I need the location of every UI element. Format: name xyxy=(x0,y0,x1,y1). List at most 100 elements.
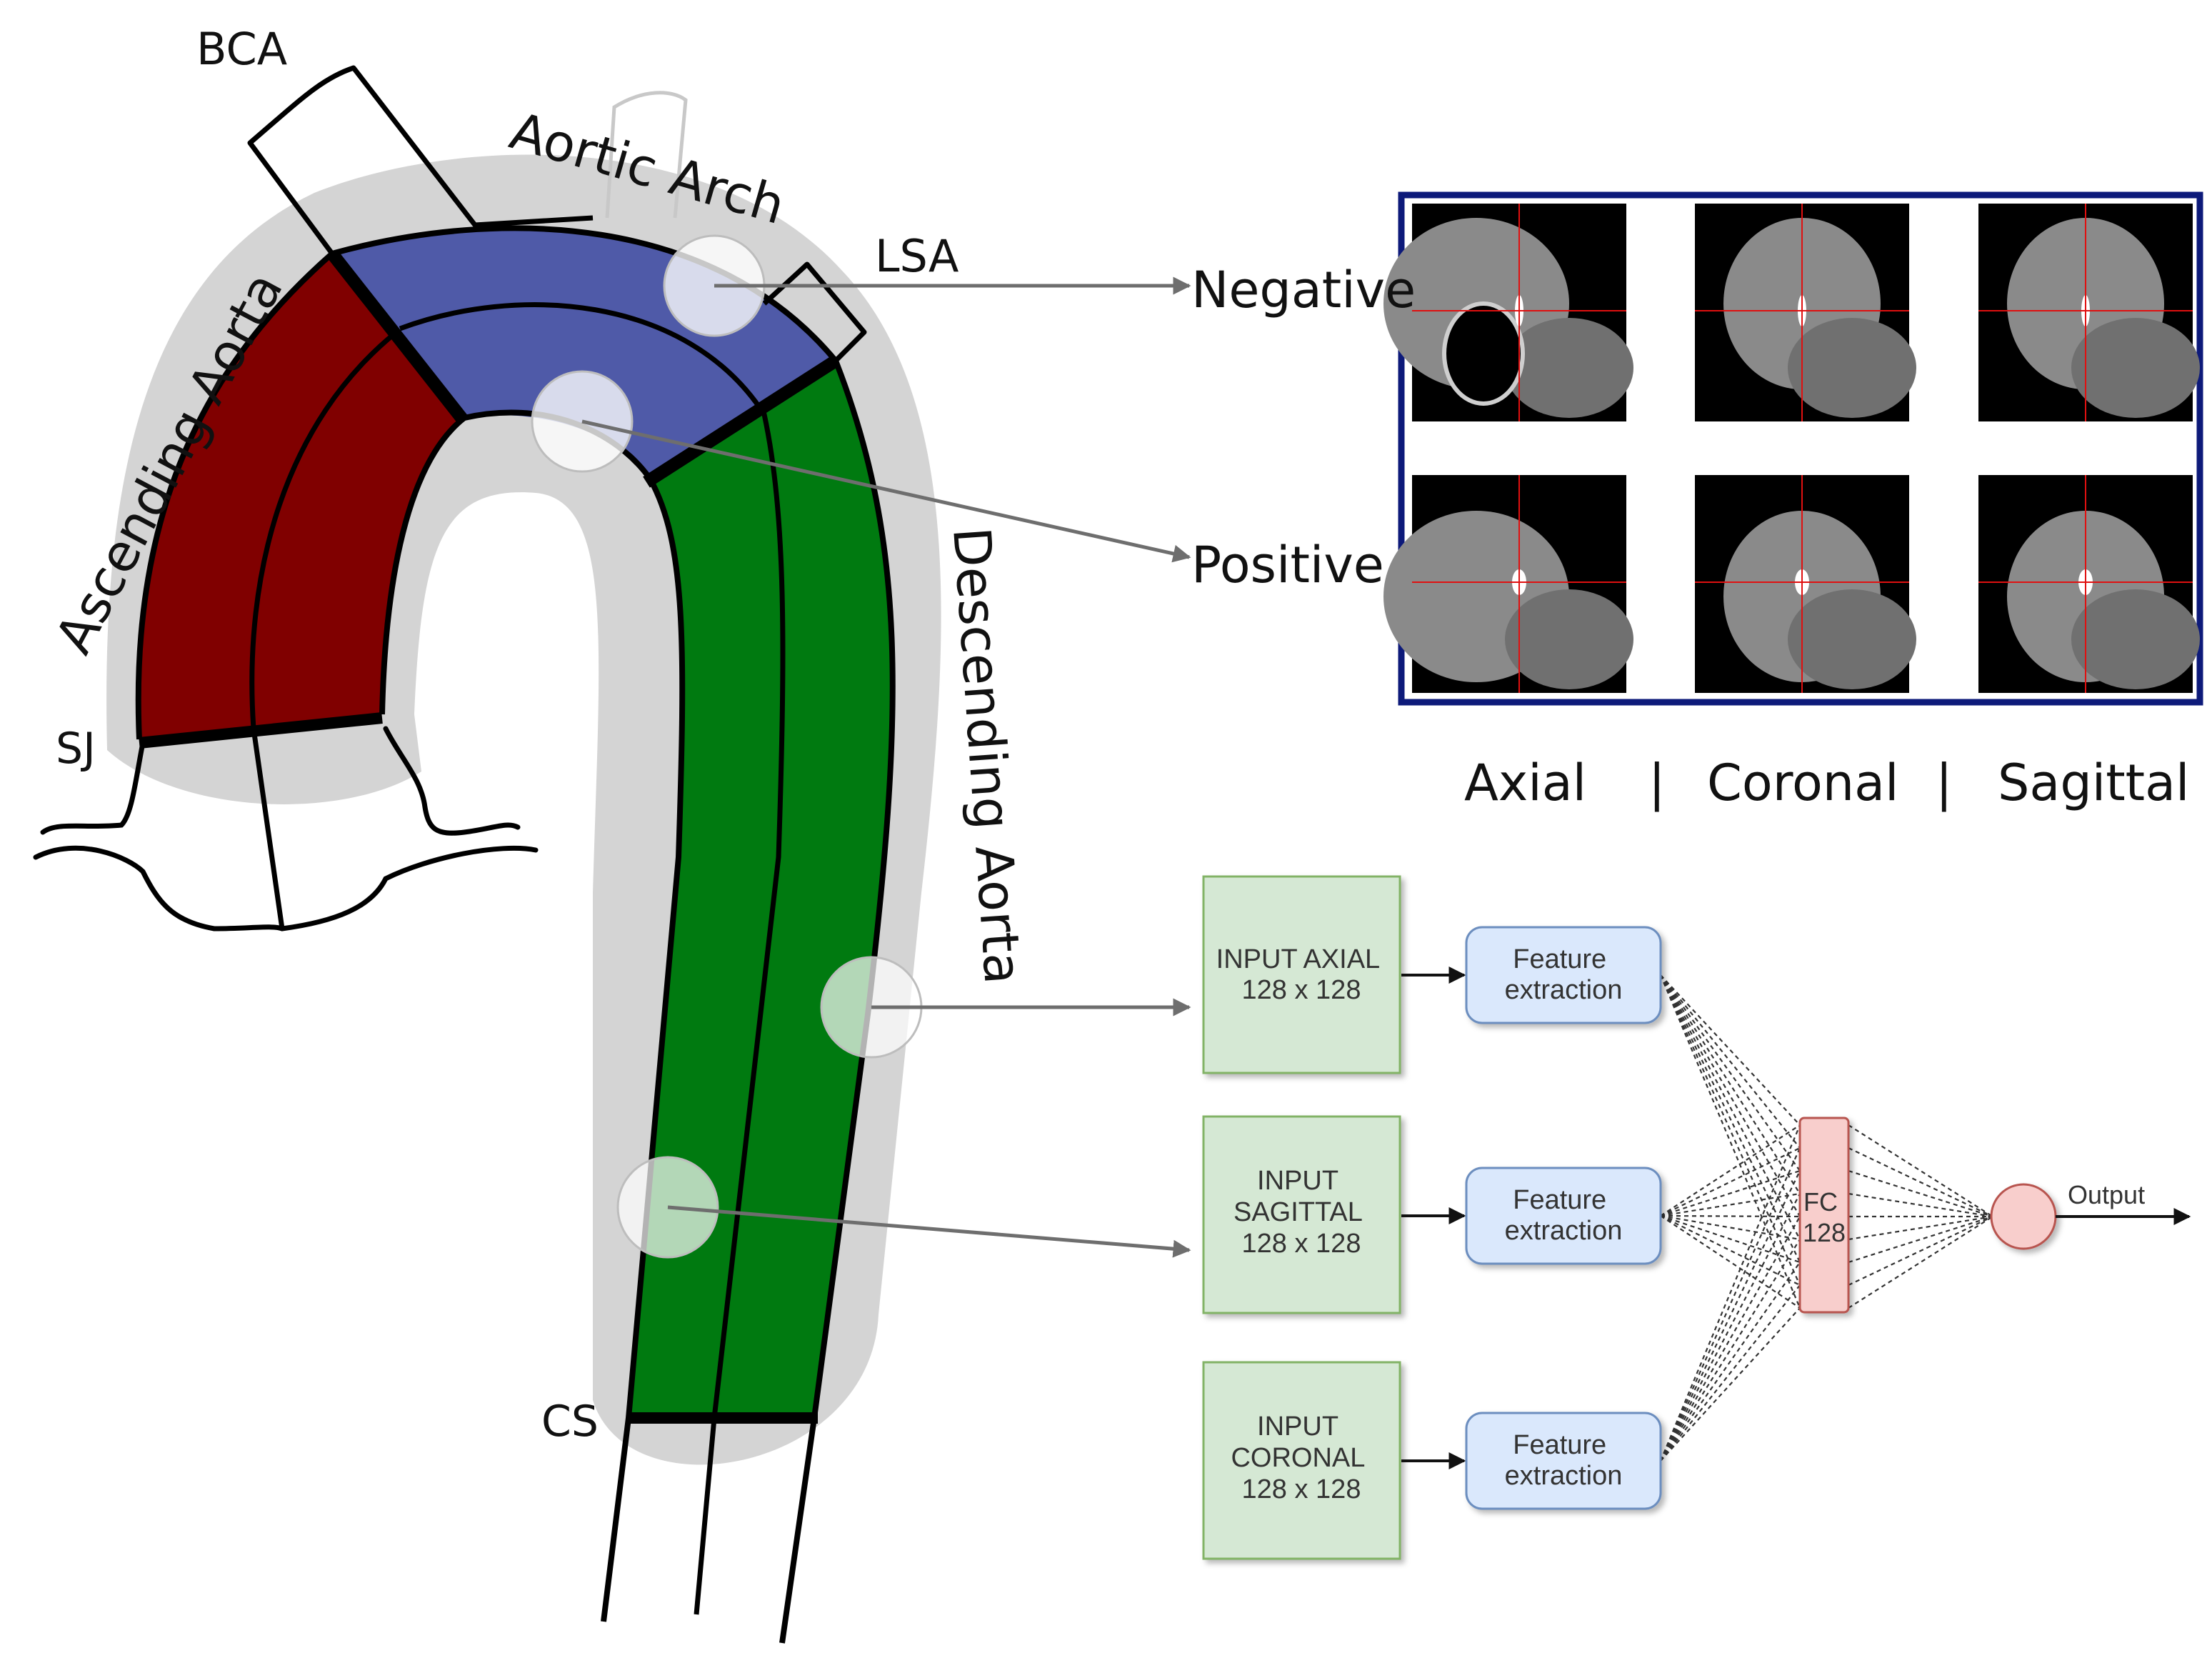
fc-output-connection xyxy=(1848,1169,1993,1218)
input-axial-line-1: INPUT AXIAL xyxy=(1216,944,1379,974)
feature-2-line-1: Feature xyxy=(1513,1185,1606,1215)
ascending-inner-line xyxy=(249,330,399,929)
fc-output-connection xyxy=(1848,1124,1993,1217)
axial-view-label: Axial xyxy=(1464,754,1586,812)
ct-panel-2 xyxy=(1695,204,1916,421)
fc-output-connection xyxy=(1848,1147,1993,1217)
input-axial-box: INPUT AXIAL 128 x 128 xyxy=(1202,875,1401,1074)
bca-label: BCA xyxy=(196,23,287,75)
ct-view-grid xyxy=(1383,191,2203,706)
aortic-root-outline xyxy=(33,726,539,932)
ascending-aorta-section xyxy=(138,254,464,739)
feature-fc-connection xyxy=(1660,1193,1801,1462)
feature-3-line-2: extraction xyxy=(1505,1461,1623,1491)
arch-descending-boundary xyxy=(643,355,839,488)
feature-fc-connection xyxy=(1660,1170,1801,1462)
feature-fc-connection xyxy=(1659,974,1801,1286)
output-neuron xyxy=(1990,1183,2057,1250)
input-sagittal-line-1: INPUT xyxy=(1257,1166,1338,1196)
input-coronal-line-3: 128 x 128 xyxy=(1242,1474,1361,1504)
input-coronal-line-2: CORONAL xyxy=(1231,1443,1364,1473)
sj-boundary xyxy=(139,712,383,749)
feature-fc-connection xyxy=(1660,1214,1801,1218)
feature-fc-connection xyxy=(1660,1239,1801,1462)
fc-output-connection xyxy=(1848,1192,1993,1218)
svg-text:INPUT SAGITTAL: INPUT SAGITTAL 128 x 128 xyxy=(1233,1166,1369,1259)
outer-curve-line xyxy=(135,225,896,1644)
feature-extraction-box-2: Feature extraction xyxy=(1465,1167,1662,1265)
fc-layer-box: FC 128 xyxy=(1798,1117,1850,1314)
view-separator-1: | xyxy=(1648,754,1666,812)
fc-output-connection xyxy=(1848,1215,1993,1264)
input-sagittal-box: INPUT SAGITTAL 128 x 128 xyxy=(1202,1115,1401,1314)
fc-output-connection xyxy=(1848,1216,1993,1286)
feature-fc-connection xyxy=(1660,1215,1801,1309)
feature-fc-connection xyxy=(1659,1147,1801,1462)
svg-text:Feature extraction: Feature extraction xyxy=(1505,944,1623,1005)
feature-fc-connection xyxy=(1660,974,1801,1263)
view-labels: Axial | Coronal | Sagittal xyxy=(1464,754,2189,812)
cs-label: CS xyxy=(541,1397,599,1447)
sagittal-view-label: Sagittal xyxy=(1998,754,2189,812)
lcca-branch xyxy=(605,91,688,219)
feature-fc-connection xyxy=(1660,974,1801,1149)
feature-fc-connection xyxy=(1660,1124,1801,1217)
network-diagram: INPUT AXIAL 128 x 128 INPUT SAGITTAL 128… xyxy=(1202,875,2191,1560)
fc-output-connection xyxy=(1848,1216,1993,1309)
bca-branch xyxy=(247,65,594,256)
negative-label: Negative xyxy=(1191,261,1416,319)
descending-aorta-label: Descending Aorta xyxy=(941,525,1033,986)
feature-fc-connection xyxy=(1660,1214,1801,1241)
feature-fc-connection xyxy=(1660,1192,1801,1217)
input-sagittal-line-3: 128 x 128 xyxy=(1242,1229,1361,1259)
svg-text:FC 128: FC 128 xyxy=(1803,1187,1846,1247)
view-separator-2: | xyxy=(1936,754,1953,812)
fc-output-connection xyxy=(1848,1215,1993,1241)
feature-fc-connection xyxy=(1660,1147,1801,1217)
coronal-view-label: Coronal xyxy=(1707,754,1898,812)
ct-panel-4 xyxy=(1383,475,1633,693)
svg-text:INPUT CORONAL: INPUT CORONAL 128 x 128 xyxy=(1231,1412,1371,1504)
arch-inner-line xyxy=(399,302,786,1615)
feature-fc-connection xyxy=(1660,974,1801,1194)
output-label: Output xyxy=(2068,1180,2145,1209)
ct-panel-3 xyxy=(1978,204,2200,421)
aorta-diagram: BCA Aortic Arch LSA Ascending Aorta Desc… xyxy=(33,23,1191,1644)
feature-1-line-1: Feature xyxy=(1513,944,1606,974)
ct-panel-5 xyxy=(1695,475,1916,693)
feature-fc-connection xyxy=(1659,1124,1801,1462)
dense-connections xyxy=(1659,974,1993,1462)
svg-text:INPUT AXIAL 128 x 128: INPUT AXIAL 128 x 128 xyxy=(1216,944,1387,1005)
positive-arrow xyxy=(581,419,1191,563)
input-coronal-box: INPUT CORONAL 128 x 128 xyxy=(1202,1361,1401,1560)
sagittal-input-arrow xyxy=(667,1205,1191,1258)
feature-3-line-1: Feature xyxy=(1513,1430,1606,1460)
feature-fc-connection xyxy=(1660,974,1801,1172)
feature-fc-connection xyxy=(1660,1169,1801,1217)
positive-label: Positive xyxy=(1191,536,1384,594)
fc-line-1: FC xyxy=(1803,1187,1838,1217)
feature-fc-connection xyxy=(1660,974,1801,1126)
input-sagittal-line-2: SAGITTAL xyxy=(1233,1197,1362,1227)
feature-fc-connection xyxy=(1660,1284,1801,1462)
input-axial-line-2: 128 x 128 xyxy=(1242,975,1361,1005)
feature-fc-connection xyxy=(1660,1215,1801,1286)
feature-fc-connection xyxy=(1659,974,1801,1309)
feature-fc-connection xyxy=(1660,1262,1801,1462)
ct-panel-1 xyxy=(1383,204,1633,421)
svg-text:Feature extraction: Feature extraction xyxy=(1505,1430,1623,1491)
feature-fc-connection xyxy=(1660,974,1801,1217)
feature-extraction-box-3: Feature extraction xyxy=(1465,1412,1662,1510)
fc-line-2: 128 xyxy=(1803,1218,1846,1247)
feature-1-line-2: extraction xyxy=(1505,975,1623,1005)
ascending-arch-boundary xyxy=(326,249,470,426)
feature-fc-connection xyxy=(1660,974,1801,1240)
feature-fc-connection xyxy=(1660,1214,1801,1264)
input-coronal-line-1: INPUT xyxy=(1257,1412,1338,1442)
ct-panel-6 xyxy=(1978,475,2200,693)
feature-2-line-2: extraction xyxy=(1505,1216,1623,1246)
descending-aorta-section xyxy=(629,361,893,1418)
sj-label: SJ xyxy=(56,724,96,774)
feature-fc-connection xyxy=(1660,1216,1801,1462)
